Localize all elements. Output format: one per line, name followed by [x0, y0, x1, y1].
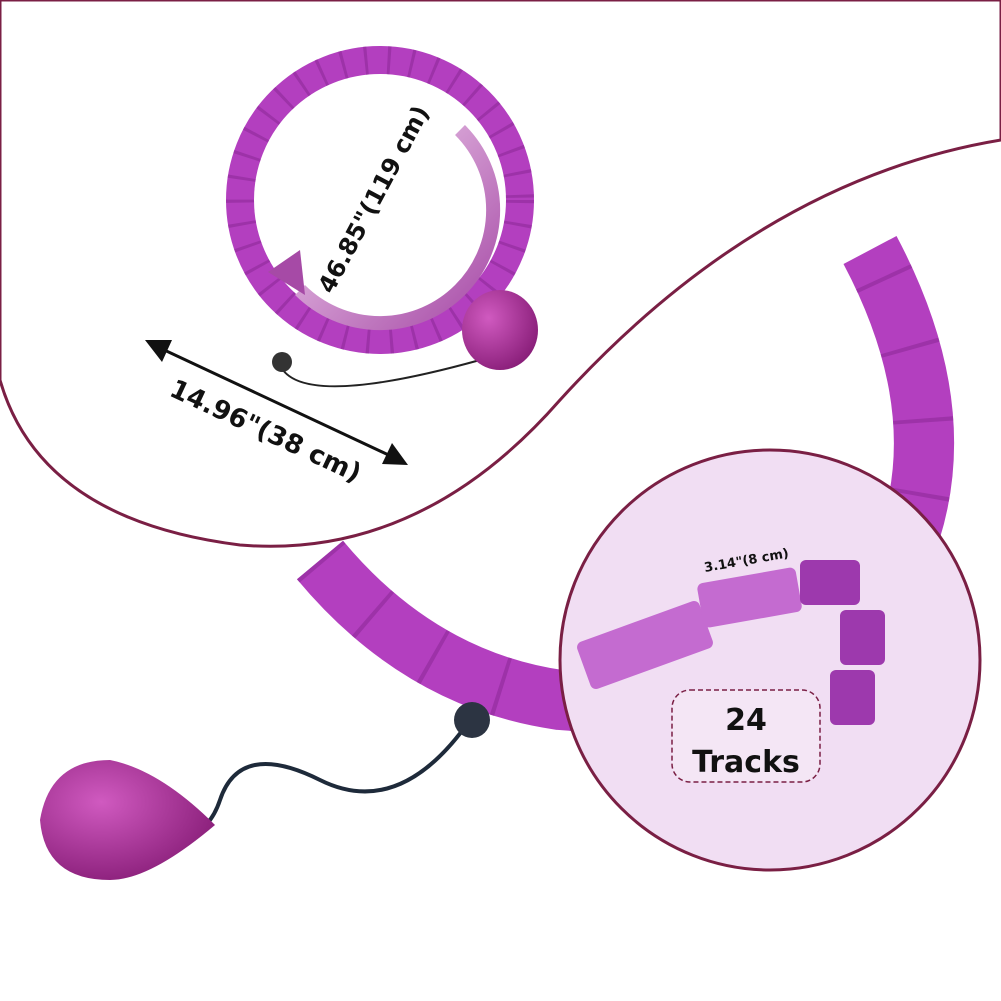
- tracks-count: 24: [725, 703, 767, 738]
- diameter-arrow: [159, 346, 396, 460]
- tracks-badge: [671, 689, 821, 783]
- weight-ball-small: [462, 290, 538, 370]
- track-segments: [577, 560, 885, 725]
- inset-circle: [558, 448, 982, 872]
- weight-ball-large: [40, 760, 215, 880]
- tracks-label: Tracks: [692, 745, 800, 780]
- hoop-connector-icon-large: [454, 702, 490, 738]
- circumference-arrow: [295, 125, 501, 331]
- hoop-connector-icon: [272, 352, 292, 372]
